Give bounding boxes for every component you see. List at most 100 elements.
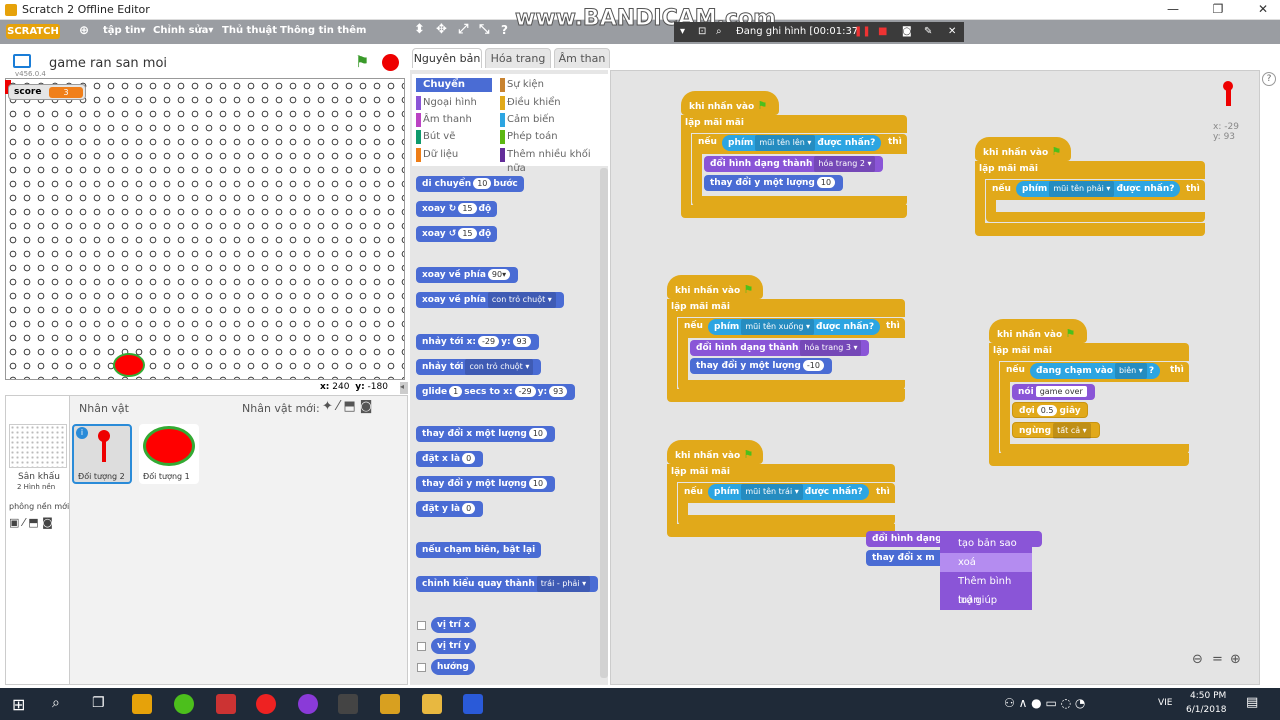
recorder-menu-icon[interactable]: ▾ <box>680 26 686 37</box>
notification-icon[interactable]: ▤ <box>1246 695 1259 710</box>
stop-record-icon[interactable]: ■ <box>878 26 888 37</box>
sprite-tile[interactable]: Đối tượng 1 <box>139 424 199 484</box>
camera-icon[interactable]: ◙ <box>902 26 912 37</box>
menu-about[interactable]: Thông tin thêm <box>280 25 367 36</box>
tab-sounds[interactable]: Âm than <box>554 48 610 68</box>
cut-icon[interactable]: ✥ <box>436 22 447 37</box>
maximize-button[interactable]: ❐ <box>1212 2 1224 16</box>
help-icon[interactable]: ? <box>501 23 508 37</box>
ypos-reporter[interactable]: vị trí y <box>431 638 476 654</box>
scratch-taskbar-icon[interactable] <box>132 694 152 714</box>
browser-taskbar-icon[interactable] <box>174 694 194 714</box>
category-data[interactable]: Dữ liệu <box>416 148 458 162</box>
tab-costumes[interactable]: Hóa trang <box>485 48 551 68</box>
menu-add-comment[interactable]: Thêm bình luận <box>958 576 1012 606</box>
zoom-out-icon[interactable]: ⊖ <box>1192 652 1203 667</box>
backdrop-tools-icons[interactable]: ▣ ⁄ ⬒ ◙ <box>9 516 53 529</box>
when-flag-hat[interactable]: khi nhấn vào ⚑ <box>667 440 763 464</box>
task-view-icon[interactable]: ❐ <box>92 695 105 711</box>
video-taskbar-icon[interactable] <box>338 694 358 714</box>
explorer-taskbar-icon[interactable] <box>422 694 442 714</box>
bounce-block[interactable]: nếu chạm biên, bật lại <box>416 542 542 558</box>
category-operators[interactable]: Phép toán <box>500 130 558 144</box>
globe-icon[interactable]: ⊕ <box>79 23 90 37</box>
tool-taskbar-icon[interactable] <box>463 694 483 714</box>
loose-change-x[interactable]: thay đổi x m <box>866 550 946 566</box>
menu-file[interactable]: tập tin▾ <box>103 25 146 36</box>
when-flag-hat[interactable]: khi nhấn vào ⚑ <box>681 91 779 115</box>
category-sensing[interactable]: Cảm biến <box>500 113 555 127</box>
grow-icon[interactable]: ⤢ <box>458 22 469 37</box>
change-y-block[interactable]: thay đổi y một lượng-10 <box>690 358 832 374</box>
zoom-reset-icon[interactable]: = <box>1212 652 1223 667</box>
category-control[interactable]: Điều khiển <box>500 96 561 110</box>
info-icon[interactable]: i <box>76 427 88 439</box>
category-more[interactable]: Thêm nhiều khối nữa <box>500 148 608 174</box>
menu-delete[interactable]: xoá <box>940 553 1032 572</box>
category-events[interactable]: Sự kiện <box>500 78 544 92</box>
xpos-checkbox[interactable] <box>417 621 426 630</box>
shrink-icon[interactable]: ⤡ <box>479 22 490 37</box>
ypos-checkbox[interactable] <box>417 642 426 651</box>
pause-icon[interactable]: ❚❚ <box>854 26 871 37</box>
recorder-close-icon[interactable]: ✕ <box>948 26 957 37</box>
when-flag-hat[interactable]: khi nhấn vào ⚑ <box>975 137 1071 161</box>
app-taskbar-icon[interactable] <box>216 694 236 714</box>
menu-duplicate[interactable]: tạo bản sao <box>958 538 1017 549</box>
menu-help[interactable]: trợ giúp <box>958 595 998 606</box>
recorder-window-icon[interactable]: ⊡ <box>698 26 707 37</box>
clock-time[interactable]: 4:50 PM <box>1190 691 1227 701</box>
direction-checkbox[interactable] <box>417 663 426 672</box>
sprite-tile-selected[interactable]: i Đối tượng 2 <box>72 424 132 484</box>
category-looks[interactable]: Ngoại hình <box>416 96 477 110</box>
sprite-tools-icons[interactable]: ✦ ⁄ ⬒ ◙ <box>322 399 373 414</box>
language-indicator[interactable]: VIE <box>1158 698 1173 708</box>
duplicate-icon[interactable]: ⬍ <box>414 22 425 37</box>
close-button[interactable]: ✕ <box>1257 2 1269 16</box>
project-title[interactable]: game ran san moi <box>49 56 168 71</box>
stage-canvas[interactable] <box>5 78 405 380</box>
direction-reporter[interactable]: hướng <box>431 659 475 675</box>
game-taskbar-icon[interactable] <box>380 694 400 714</box>
fullscreen-icon[interactable] <box>13 54 31 68</box>
category-sound[interactable]: Âm thanh <box>416 113 472 127</box>
recorder-search-icon[interactable]: ⌕ <box>716 26 722 37</box>
pen-icon[interactable]: ✎ <box>924 26 933 37</box>
green-flag-icon[interactable]: ⚑ <box>355 52 370 71</box>
help-icon[interactable]: ? <box>1262 72 1276 86</box>
minimize-button[interactable]: — <box>1167 2 1179 16</box>
score-monitor[interactable]: score 3 <box>8 84 86 100</box>
clock-date[interactable]: 6/1/2018 <box>1186 705 1227 715</box>
when-flag-hat[interactable]: khi nhấn vào ⚑ <box>667 275 763 299</box>
palette-scrollbar[interactable] <box>600 168 608 678</box>
xpos-reporter[interactable]: vị trí x <box>431 617 476 633</box>
category-motion[interactable]: Chuyển động <box>416 78 492 104</box>
tray-icons[interactable]: ⚇ ∧ ● ▭ ◌ ◔ <box>1004 696 1086 710</box>
chat-taskbar-icon[interactable] <box>298 694 318 714</box>
windows-start-icon[interactable]: ⊞ <box>12 695 26 714</box>
search-icon[interactable]: ⌕ <box>52 695 60 711</box>
tab-scripts[interactable]: Nguyên bản <box>412 48 482 68</box>
food-sprite[interactable] <box>113 353 145 377</box>
bandicam-taskbar-icon[interactable] <box>256 694 276 714</box>
